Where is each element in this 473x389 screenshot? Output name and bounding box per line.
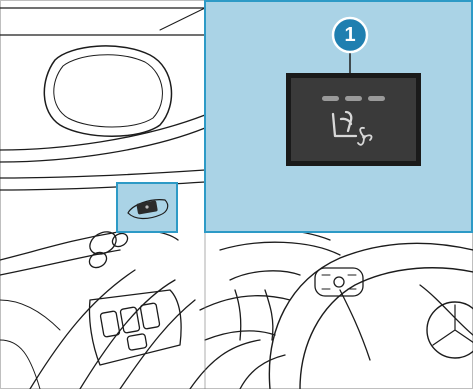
- door-switch-highlight: [117, 183, 177, 232]
- button-indicator-led-icon: [322, 96, 385, 101]
- callout-circle: [333, 18, 367, 52]
- seat-ventilation-button: [286, 73, 421, 166]
